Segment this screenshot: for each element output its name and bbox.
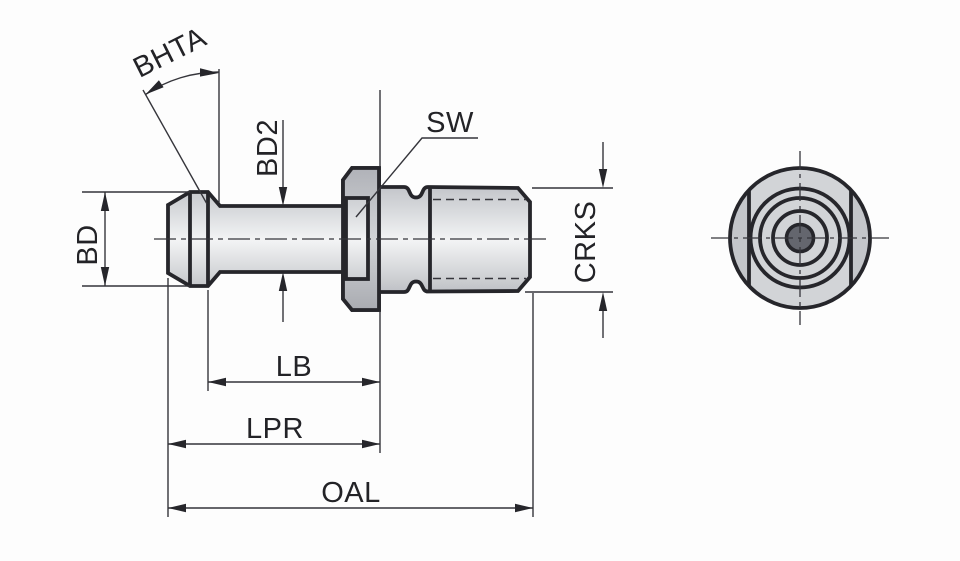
lpr-arrow-left bbox=[168, 439, 186, 449]
end-view bbox=[711, 151, 889, 325]
bd-arrow-down bbox=[100, 267, 110, 286]
crks-arrow-up bbox=[598, 292, 608, 311]
bd-arrow-up bbox=[100, 192, 110, 211]
dim-lb: LB bbox=[207, 290, 381, 453]
dimension-label-lb: LB bbox=[276, 351, 312, 383]
side-view bbox=[154, 166, 548, 312]
dim-bd2: BD2 bbox=[252, 119, 288, 322]
dimension-label-bhta: BHTA bbox=[128, 21, 211, 84]
oal-arrow-right bbox=[515, 503, 533, 513]
oal-arrow-left bbox=[168, 503, 186, 513]
lb-arrow-right bbox=[362, 377, 380, 387]
dimension-label-sw: SW bbox=[426, 107, 474, 139]
dimension-label-lpr: LPR bbox=[246, 413, 304, 445]
dim-sw: SW bbox=[355, 90, 478, 218]
dim-bhta: BHTA bbox=[128, 21, 220, 205]
sw-leader bbox=[355, 137, 478, 218]
lb-arrow-left bbox=[208, 377, 226, 387]
crks-arrow-down bbox=[598, 169, 608, 188]
bhta-arrow-left bbox=[145, 80, 164, 95]
dimension-label-oal: OAL bbox=[321, 477, 381, 509]
bhta-arrow-right bbox=[200, 68, 219, 77]
dimension-label-crks: CRKS bbox=[570, 201, 602, 284]
dimension-label-bd2: BD2 bbox=[252, 119, 284, 177]
dim-lpr: LPR bbox=[167, 278, 380, 517]
dim-oal: OAL bbox=[168, 293, 534, 517]
dimensions: BD BD2 BHTA SW bbox=[72, 21, 613, 517]
bd2-arrow-up bbox=[278, 272, 288, 291]
bd2-arrow-down bbox=[278, 187, 288, 206]
dim-bd: BD bbox=[72, 191, 190, 287]
dimension-label-bd: BD bbox=[72, 224, 104, 265]
lpr-arrow-right bbox=[362, 439, 380, 449]
dim-crks: CRKS bbox=[525, 142, 613, 338]
bhta-taper-line bbox=[142, 89, 208, 205]
